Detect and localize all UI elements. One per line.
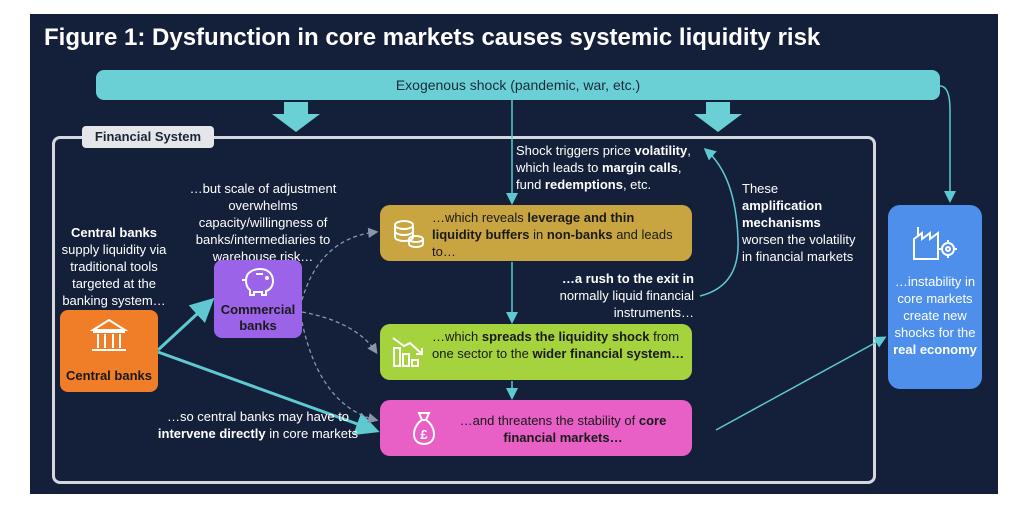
core-markets-text-p1: …and threatens the stability of xyxy=(459,413,639,428)
central-banks-note-text: supply liquidity via traditional tools t… xyxy=(61,242,167,308)
rush-note-bold: …a rush to the exit in xyxy=(561,271,694,286)
volatility-note-b1: volatility xyxy=(634,143,688,158)
leverage-text: …which reveals leverage and thin liquidi… xyxy=(432,209,686,260)
volatility-note-b2: margin calls xyxy=(602,160,678,175)
intervene-note: …so central banks may have to intervene … xyxy=(144,408,372,442)
financial-system-frame xyxy=(52,136,876,484)
spread-text-b2: wider financial system… xyxy=(532,346,685,361)
commercial-to-core-dashed xyxy=(301,321,379,424)
real-economy-text-p1: …instability in core markets create new … xyxy=(894,274,976,340)
real-economy-text-b1: real economy xyxy=(893,342,977,357)
central-banks-note-bold: Central banks xyxy=(71,225,157,240)
shock-down-arrow-left xyxy=(272,102,320,132)
amplification-note: These amplification mechanisms worsen th… xyxy=(742,180,866,265)
spread-text-b1: spreads the liquidity shock xyxy=(481,329,650,344)
volatility-note-p4: , etc. xyxy=(622,177,652,192)
central-to-core-arrow xyxy=(157,350,380,436)
core-markets-box: £ …and threatens the stability of core f… xyxy=(380,400,692,456)
volatility-note-b3: redemptions xyxy=(544,177,623,192)
rush-note: …a rush to the exit in normally liquid f… xyxy=(534,270,694,321)
central-banks-box: Central banks xyxy=(60,310,158,392)
leverage-text-b1: leverage and thin liquidity buffers xyxy=(432,210,635,242)
shock-down-arrow-right xyxy=(694,102,742,132)
leverage-box: …which reveals leverage and thin liquidi… xyxy=(380,205,692,261)
commercial-to-spread-dashed xyxy=(301,311,378,355)
core-markets-text: …and threatens the stability of core fin… xyxy=(446,412,680,446)
leverage-text-b2: non-banks xyxy=(546,227,613,242)
spread-box: …which spreads the liquidity shock from … xyxy=(380,324,692,380)
svg-text:£: £ xyxy=(420,427,428,442)
leverage-text-p2: in xyxy=(529,227,547,242)
factory-gear-icon xyxy=(913,227,957,260)
bank-icon xyxy=(89,318,129,351)
coins-icon xyxy=(394,220,424,248)
real-economy-text: …instability in core markets create new … xyxy=(892,273,978,358)
rush-note-text: normally liquid financial instruments… xyxy=(559,288,694,320)
intervene-note-bold: intervene directly xyxy=(157,426,266,441)
spread-text-p2: from one sector to the xyxy=(432,329,680,361)
central-banks-label: Central banks xyxy=(66,368,152,383)
volatility-note-p2: , which leads to xyxy=(516,143,691,175)
amplification-loop-arc xyxy=(699,148,739,297)
shock-to-economy-arc xyxy=(939,85,956,203)
money-bag-icon: £ xyxy=(413,412,435,446)
core-markets-text-b1: core financial markets… xyxy=(503,413,667,445)
financial-system-label: Financial System xyxy=(82,126,214,148)
commercial-banks-box: Commercial banks xyxy=(214,260,302,338)
intervene-note-post: in core markets xyxy=(265,426,359,441)
exogenous-shock-bar: Exogenous shock (pandemic, war, etc.) xyxy=(96,70,940,100)
volatility-note: Shock triggers price volatility, which l… xyxy=(516,142,706,193)
piggy-bank-icon xyxy=(242,267,275,296)
volatility-note-p3: , fund xyxy=(516,160,682,192)
falling-chart-icon xyxy=(392,337,423,367)
figure-title: Figure 1: Dysfunction in core markets ca… xyxy=(44,24,821,51)
spread-text-p1: …which xyxy=(432,329,482,344)
spread-text: …which spreads the liquidity shock from … xyxy=(432,328,686,362)
exogenous-shock-text: Exogenous shock (pandemic, war, etc.) xyxy=(395,77,641,93)
intervene-note-pre: …so central banks may have to xyxy=(166,409,350,424)
central-banks-note: Central banks supply liquidity via tradi… xyxy=(52,224,176,309)
commercial-banks-label: Commercial banks xyxy=(220,302,296,333)
volatility-note-p1: Shock triggers price xyxy=(516,143,635,158)
amplification-note-bold: amplification mechanisms xyxy=(742,198,823,230)
amplification-note-p1: These xyxy=(742,181,779,196)
leverage-text-p1: …which reveals xyxy=(432,210,528,225)
leverage-text-p3: and leads to… xyxy=(432,227,673,259)
core-to-economy-line xyxy=(715,336,887,431)
scale-note: …but scale of adjustment overwhelms capa… xyxy=(189,181,337,264)
amplification-note-p2: worsen the volatility in financial marke… xyxy=(742,232,856,264)
real-economy-box: …instability in core markets create new … xyxy=(888,205,982,389)
central-to-commercial-arrow xyxy=(156,297,215,352)
